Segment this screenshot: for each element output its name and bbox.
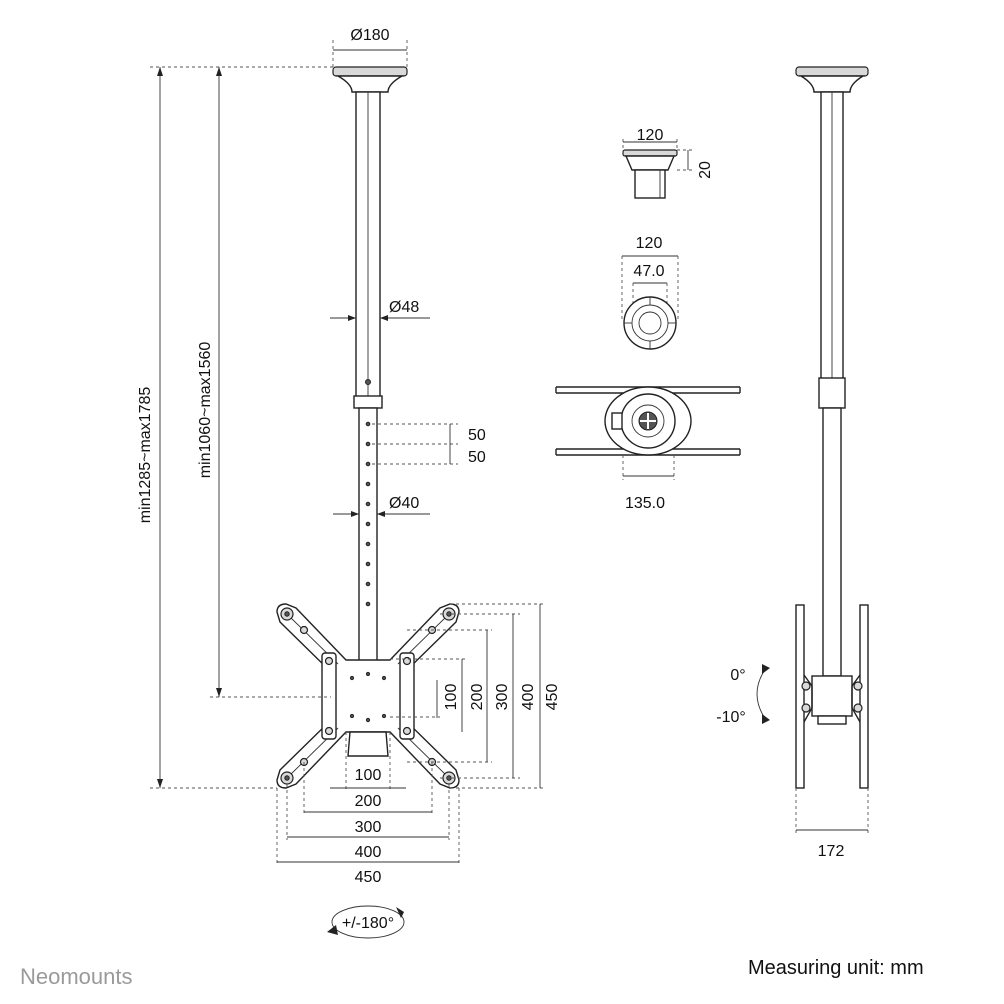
clamp-width-label: 135.0 <box>625 495 665 512</box>
plate-top-width-label: 120 <box>636 235 663 252</box>
plate-width-label: 120 <box>637 127 664 144</box>
ceiling-plate-diameter-label: Ø180 <box>350 27 389 44</box>
hole-spacing-lower-label: 50 <box>468 449 486 466</box>
ceiling-plate-top-detail: 120 47.0 <box>621 235 679 350</box>
measuring-unit-label: Measuring unit: mm <box>748 957 924 979</box>
side-depth-label: 172 <box>818 843 845 860</box>
vesa-vertical-200-label: 200 <box>469 684 486 711</box>
plate-thickness-label: 20 <box>697 161 714 179</box>
front-view: Ø180 min1285~max1785 min1060~max1560 Ø48… <box>137 27 561 939</box>
inner-tube-diameter-label: Ø40 <box>389 495 419 512</box>
ceiling-plate-cone <box>335 75 405 93</box>
adjustment-holes <box>365 421 371 607</box>
vesa-horizontal-400-label: 400 <box>355 844 382 861</box>
brand-logo: Neomounts <box>20 964 133 989</box>
plate-bore-label: 47.0 <box>633 263 664 280</box>
pole-clamp-detail: 135.0 <box>555 386 741 512</box>
outer-tube-diameter-label: Ø48 <box>389 299 419 316</box>
vesa-plate <box>276 603 460 789</box>
hole-spacing-upper-label: 50 <box>468 427 486 444</box>
vesa-vertical-450-label: 450 <box>544 684 561 711</box>
vesa-horizontal-300-label: 300 <box>355 819 382 836</box>
tube-collar <box>353 395 383 409</box>
side-panel-left <box>795 604 805 789</box>
vesa-vertical-300-label: 300 <box>494 684 511 711</box>
inner-tube <box>358 407 378 667</box>
side-panel-right <box>859 604 869 789</box>
tilt-down-label: -10° <box>716 709 746 726</box>
rotation-label: +/-180° <box>342 915 394 932</box>
ceiling-plate <box>332 66 408 77</box>
vesa-vertical-400-label: 400 <box>520 684 537 711</box>
vesa-vertical-100-label: 100 <box>443 684 460 711</box>
vesa-horizontal-200-label: 200 <box>355 793 382 810</box>
tilt-up-label: 0° <box>730 667 745 684</box>
side-view: 0° -10° 172 <box>716 66 869 860</box>
vesa-horizontal-100-label: 100 <box>355 767 382 784</box>
overall-height-label: min1285~max1785 <box>137 387 154 524</box>
vesa-horizontal-450-label: 450 <box>355 869 382 886</box>
rotation-arrow <box>331 905 405 939</box>
ceiling-plate-side-detail: 120 20 <box>622 127 714 199</box>
pole-height-label: min1060~max1560 <box>197 342 214 479</box>
